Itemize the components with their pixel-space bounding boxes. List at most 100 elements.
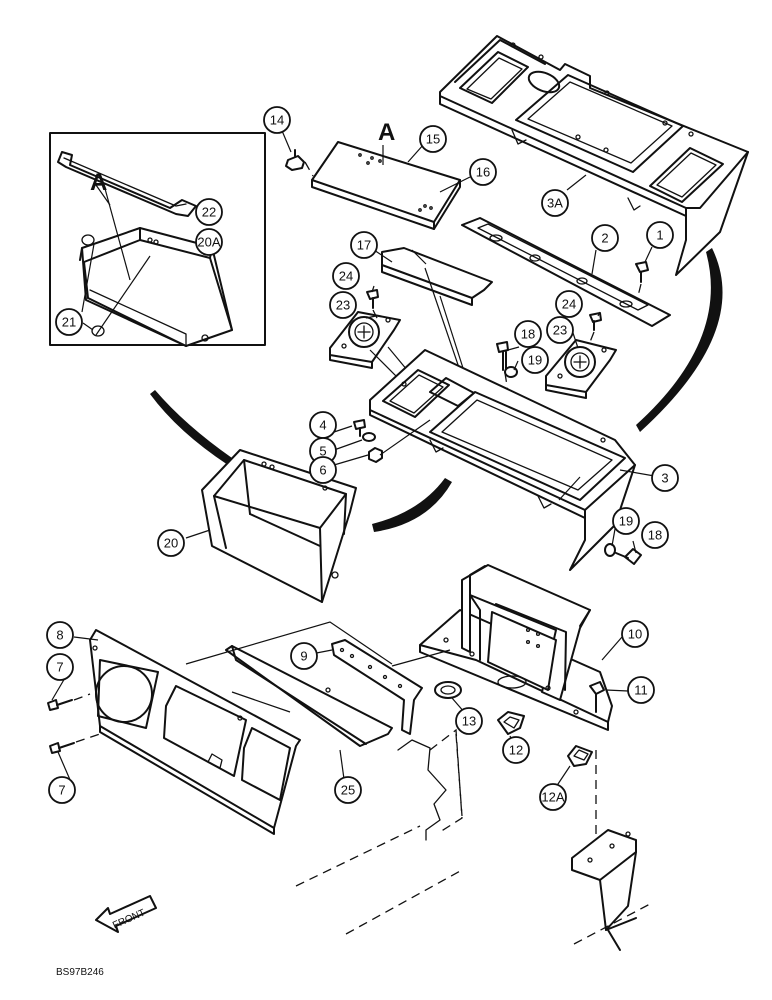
washer-19-lower: [604, 543, 616, 557]
callout-21: 21: [55, 308, 83, 336]
svg-text:12A: 12A: [541, 790, 564, 805]
frame-part: [419, 564, 613, 731]
svg-text:25: 25: [341, 783, 355, 798]
svg-text:24: 24: [562, 297, 576, 312]
svg-text:7: 7: [56, 660, 63, 675]
plug-12: [497, 711, 525, 735]
callout-18-lower: 18: [641, 521, 669, 549]
svg-text:4: 4: [319, 418, 326, 433]
svg-text:9: 9: [300, 649, 307, 664]
svg-text:13: 13: [462, 714, 476, 729]
callout-6: 6: [309, 456, 337, 484]
callout-12: 12: [502, 736, 530, 764]
svg-text:1: 1: [656, 228, 663, 243]
callout-12a: 12A: [539, 783, 567, 811]
curved-arrow-inset: [150, 390, 232, 465]
svg-text:2: 2: [601, 231, 608, 246]
callout-2: 2: [591, 224, 619, 252]
svg-text:19: 19: [528, 353, 542, 368]
callout-19-lower: 19: [612, 507, 640, 535]
svg-text:14: 14: [270, 113, 284, 128]
svg-text:11: 11: [634, 683, 648, 698]
cab-outline: [295, 728, 651, 951]
svg-text:17: 17: [357, 238, 371, 253]
front-arrow-icon: FRONT: [95, 895, 157, 933]
main-panel-part: [369, 349, 636, 571]
callout-18-upper: 18: [514, 320, 542, 348]
handle-part: [57, 151, 197, 217]
svg-text:18: 18: [648, 528, 662, 543]
svg-text:23: 23: [553, 323, 567, 338]
washer-5: [362, 432, 376, 442]
callout-22: 22: [195, 198, 223, 226]
callout-13: 13: [455, 707, 483, 735]
top-panel-part: [439, 35, 749, 276]
svg-text:15: 15: [426, 132, 440, 147]
screw-1: [635, 261, 649, 283]
svg-text:22: 22: [202, 205, 216, 220]
mount-bracket-right: [545, 339, 617, 399]
screw-4: [353, 419, 366, 437]
bolt-14: [285, 149, 305, 171]
svg-text:16: 16: [476, 165, 490, 180]
svg-text:21: 21: [62, 315, 76, 330]
svg-text:12: 12: [509, 743, 523, 758]
cover-plate-part: [311, 141, 461, 230]
callout-16: 16: [469, 158, 497, 186]
callout-10: 10: [621, 620, 649, 648]
support-bar-part: [325, 639, 423, 735]
callout-9: 9: [290, 642, 318, 670]
callout-7-lower: 7: [48, 776, 76, 804]
callout-17: 17: [350, 231, 378, 259]
svg-text:20A: 20A: [197, 235, 220, 250]
callout-3a: 3A: [541, 189, 569, 217]
screw-7-upper: [47, 699, 73, 711]
callout-1: 1: [646, 221, 674, 249]
callout-4: 4: [309, 411, 337, 439]
svg-text:6: 6: [319, 463, 326, 478]
section-label-inset: A: [90, 169, 107, 196]
svg-text:24: 24: [339, 269, 353, 284]
callout-8: 8: [46, 621, 74, 649]
screw-24b: [589, 312, 602, 331]
plug-12a: [567, 745, 593, 767]
svg-text:7: 7: [58, 783, 65, 798]
callout-23-left: 23: [329, 291, 357, 319]
curved-arrow-right: [636, 248, 723, 432]
callout-24-right: 24: [555, 290, 583, 318]
callout-3: 3: [651, 464, 679, 492]
screw-7-lower: [49, 742, 75, 754]
callout-14: 14: [263, 106, 291, 134]
svg-text:8: 8: [56, 628, 63, 643]
bolt-18-lower: [615, 548, 642, 565]
drawing-code: BS97B246: [56, 967, 104, 978]
nut-6: [368, 447, 383, 463]
screw-24a: [366, 289, 379, 309]
callout-15: 15: [419, 125, 447, 153]
curved-arrow-box: [372, 478, 452, 532]
mount-bracket-left: [329, 311, 401, 369]
callout-23-right: 23: [546, 316, 574, 344]
callout-24-left: 24: [332, 262, 360, 290]
svg-text:3A: 3A: [547, 196, 563, 211]
svg-text:3: 3: [661, 471, 668, 486]
svg-text:10: 10: [628, 627, 642, 642]
grommet-13: [434, 681, 462, 699]
front-panel-part: [89, 629, 301, 835]
bolt-18-upper: [496, 341, 509, 371]
svg-text:23: 23: [336, 298, 350, 313]
pad-part: [381, 247, 493, 306]
bolt-11: [589, 681, 605, 713]
callout-19-upper: 19: [521, 346, 549, 374]
callout-25: 25: [334, 776, 362, 804]
svg-text:5: 5: [319, 444, 326, 459]
callout-11: 11: [627, 676, 655, 704]
svg-text:20: 20: [164, 536, 178, 551]
storage-box-part: [201, 449, 357, 603]
detail-a-inset: [49, 132, 266, 347]
callout-7-upper: 7: [46, 653, 74, 681]
trim-strip-part: [461, 217, 671, 327]
callout-5: 5: [309, 437, 337, 465]
callout-20a: 20A: [195, 228, 223, 256]
